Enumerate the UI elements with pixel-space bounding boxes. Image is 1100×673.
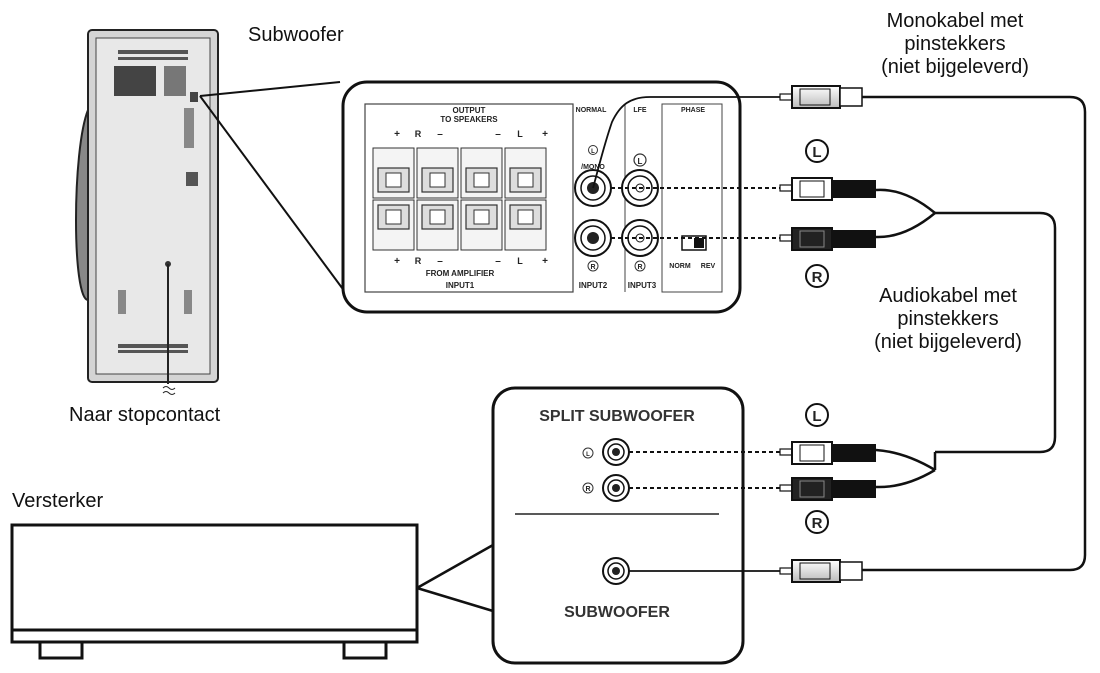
polarity-bottom-2: R	[415, 256, 422, 266]
input3-label: INPUT3	[628, 281, 657, 290]
polarity-top-2: R	[415, 129, 422, 139]
mark-r-bottom: R	[805, 510, 829, 534]
input2-label: INPUT2	[579, 281, 608, 290]
norm-label: NORM	[669, 263, 691, 270]
mono-cable-line-3: (niet bijgeleverd)	[881, 56, 1029, 78]
subwoofer-label: Subwoofer	[248, 24, 344, 46]
from-amplifier-label: FROM AMPLIFIER	[426, 269, 495, 278]
amp-l-small-mark: L	[586, 452, 590, 458]
panel-input3-r-mark: R	[637, 264, 642, 271]
rev-label: REV	[701, 263, 716, 270]
mono-plug-top	[779, 85, 863, 109]
audio-cable	[611, 187, 1057, 489]
phase-switch	[681, 235, 707, 251]
mark-r-top-text: R	[812, 269, 823, 286]
mono-plug-bottom	[779, 559, 863, 583]
input1-label: INPUT1	[446, 281, 475, 290]
normal-label: NORMAL	[576, 107, 607, 114]
split-subwoofer-label: SPLIT SUBWOOFER	[539, 408, 695, 425]
lfe-label: LFE	[633, 107, 647, 114]
power-outlet-label: Naar stopcontact	[69, 404, 221, 426]
audio-cable-line-3: (niet bijgeleverd)	[874, 331, 1022, 353]
polarity-bottom-1: +	[394, 256, 400, 267]
split-left-jack	[602, 438, 630, 466]
subwoofer-out-jack	[602, 557, 630, 585]
mark-r-bottom-text: R	[812, 515, 823, 532]
audio-plug-top-red	[779, 227, 876, 251]
polarity-bottom-6: +	[542, 256, 548, 267]
subwoofer-panel: OUTPUT TO SPEAKERS + R – – L +	[341, 80, 742, 314]
audio-cable-label: Audiokabel met pinstekkers (niet bijgele…	[848, 285, 1048, 354]
output-label-1: OUTPUT	[453, 106, 486, 115]
mono-cable	[592, 95, 1087, 572]
polarity-top-1: +	[394, 129, 400, 140]
amplifier-unit	[10, 523, 494, 660]
l-mono-label: /MONO	[581, 164, 605, 171]
mark-l-bottom: L	[805, 403, 829, 427]
polarity-top-4: –	[495, 129, 501, 140]
mono-cable-line-1: Monokabel met	[886, 10, 1024, 32]
mark-l-top-text: L	[812, 144, 821, 161]
phase-label: PHASE	[681, 107, 705, 114]
speaker-terminals	[372, 147, 547, 251]
polarity-top-6: +	[542, 129, 548, 140]
panel-input2-r-mark: R	[590, 264, 595, 271]
mark-l-bottom-text: L	[812, 408, 821, 425]
polarity-bottom-4: –	[495, 256, 501, 267]
mono-cable-line-2: pinstekkers	[904, 33, 1006, 55]
audio-plug-top-white	[779, 177, 876, 201]
amplifier-panel: SPLIT SUBWOOFER L R SUBWOOFER	[491, 386, 745, 665]
output-label-2: TO SPEAKERS	[440, 115, 498, 124]
polarity-top-5: L	[517, 129, 523, 139]
audio-plug-bottom-red	[779, 477, 876, 501]
subwoofer-unit	[75, 29, 349, 395]
polarity-bottom-3: –	[437, 256, 443, 267]
subwoofer-out-label: SUBWOOFER	[564, 604, 670, 621]
polarity-top-3: –	[437, 129, 443, 140]
panel-input3-l-mark: L	[638, 157, 643, 166]
audio-cable-line-2: pinstekkers	[897, 308, 999, 330]
input2-right-jack	[574, 219, 612, 257]
mark-r-top: R	[805, 264, 829, 288]
mark-l-top: L	[805, 139, 829, 163]
mono-cable-label: Monokabel met pinstekkers (niet bijgelev…	[855, 10, 1055, 79]
panel-input2-l-mark: L	[591, 149, 595, 155]
split-right-jack	[602, 474, 630, 502]
audio-plug-bottom-white	[779, 441, 876, 465]
amp-r-small-mark: R	[585, 486, 590, 493]
polarity-bottom-5: L	[517, 256, 523, 266]
amplifier-label: Versterker	[12, 490, 104, 512]
audio-cable-line-1: Audiokabel met	[879, 285, 1017, 307]
